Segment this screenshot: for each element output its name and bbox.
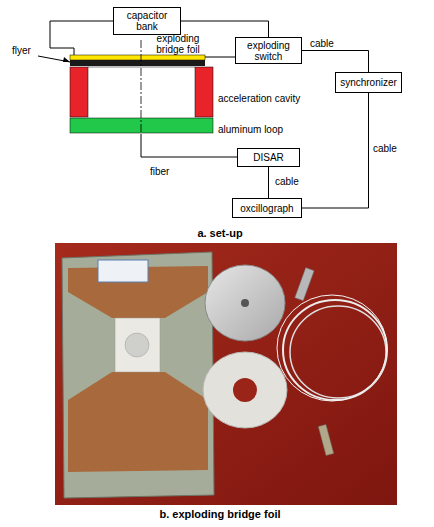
fiber-connector (318, 424, 333, 455)
part-label: fiber (150, 166, 190, 177)
box-label: exploding switch (244, 40, 293, 62)
fiber-line (141, 134, 237, 157)
photo-background (55, 243, 397, 505)
sticker (98, 260, 148, 282)
box-label: DISAR (253, 152, 284, 163)
part-label: flyer (12, 45, 42, 56)
device-box: DISAR (237, 148, 300, 167)
part-label: exploding bridge foil (150, 33, 206, 55)
foil-bridge (125, 333, 149, 357)
transparent-ring (203, 352, 287, 428)
arrow-head (63, 57, 70, 62)
aluminum-disk (205, 265, 285, 341)
cable-line (302, 51, 369, 73)
part-label: a. set-up (160, 227, 280, 239)
cable-label: cable (310, 38, 334, 49)
cavity-wall (70, 67, 88, 117)
device-box: exploding switch (235, 37, 302, 64)
aluminum-loop (70, 118, 213, 133)
wire (205, 57, 235, 58)
part-label: b. exploding bridge foil (100, 508, 340, 520)
foil-chip (115, 318, 160, 372)
cavity-wall (195, 67, 213, 117)
disk-hole (241, 299, 249, 307)
box-label: oxcillograph (240, 203, 293, 214)
device-box: synchronizer (335, 72, 402, 93)
part-label: aluminum loop (218, 124, 318, 135)
bridge-foil (70, 55, 205, 60)
cable-label: cable (373, 143, 397, 154)
device-box: capacitor bank (113, 7, 181, 35)
cavity-outline (88, 67, 195, 68)
cable-label: cable (275, 176, 299, 187)
fiber-coil (277, 295, 387, 401)
fiber-connector (295, 268, 314, 301)
cable-line (302, 93, 369, 208)
cable-line (268, 167, 269, 198)
box-label: capacitor bank (122, 10, 172, 32)
glass-plate (62, 252, 214, 498)
leader-line (38, 56, 70, 62)
axis-line (141, 40, 142, 134)
device-box: oxcillograph (232, 198, 302, 218)
ring-hole (233, 378, 257, 402)
part-label: acceleration cavity (218, 93, 328, 104)
wire (50, 21, 113, 55)
copper-electrode (68, 372, 208, 472)
flyer-layer (70, 60, 205, 66)
box-label: synchronizer (340, 77, 397, 88)
